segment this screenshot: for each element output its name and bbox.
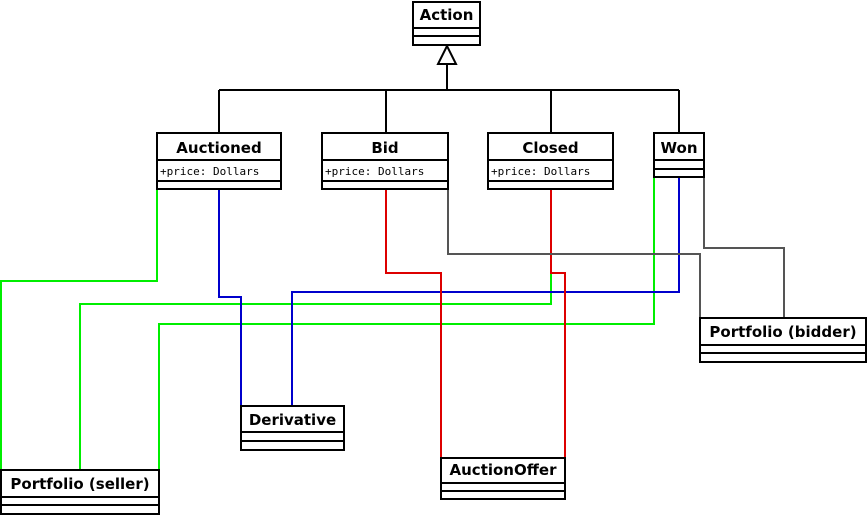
class-portfolio-bidder-name: Portfolio (bidder) — [709, 323, 856, 341]
class-bid[interactable]: Bid +price: Dollars — [321, 132, 449, 190]
class-derivative-name: Derivative — [249, 411, 336, 429]
association-closed-auction-offer — [550, 190, 566, 458]
association-auctioned-portfolio-seller — [0, 190, 158, 470]
association-lines — [0, 178, 785, 470]
class-action[interactable]: Action — [412, 1, 481, 46]
class-auctioned-name: Auctioned — [176, 139, 261, 157]
association-bid-portfolio-bidder — [447, 178, 701, 318]
class-action-name: Action — [420, 6, 474, 24]
class-won-name: Won — [661, 139, 698, 157]
class-derivative[interactable]: Derivative — [240, 405, 345, 451]
class-auctioned[interactable]: Auctioned +price: Dollars — [156, 132, 282, 190]
class-portfolio-seller-name: Portfolio (seller) — [10, 475, 149, 493]
class-auctioned-attribute: +price: Dollars — [160, 165, 259, 178]
class-bid-attribute: +price: Dollars — [325, 165, 424, 178]
class-closed-name: Closed — [522, 139, 578, 157]
class-bid-name: Bid — [371, 139, 398, 157]
class-closed-attribute: +price: Dollars — [491, 165, 590, 178]
association-bid-auction-offer — [385, 190, 442, 458]
association-auctioned-derivative — [218, 190, 242, 406]
class-auction-offer-name: AuctionOffer — [450, 461, 558, 479]
association-won-portfolio-bidder — [703, 178, 785, 318]
class-auction-offer[interactable]: AuctionOffer — [440, 457, 566, 500]
class-closed[interactable]: Closed +price: Dollars — [487, 132, 614, 190]
generalization-arrowhead — [436, 43, 458, 65]
association-won-derivative — [291, 178, 680, 406]
association-won-portfolio-seller — [158, 178, 655, 470]
class-portfolio-bidder[interactable]: Portfolio (bidder) — [699, 317, 867, 363]
generalization-tree — [218, 43, 680, 133]
class-won[interactable]: Won — [653, 132, 705, 178]
class-portfolio-seller[interactable]: Portfolio (seller) — [0, 469, 160, 515]
